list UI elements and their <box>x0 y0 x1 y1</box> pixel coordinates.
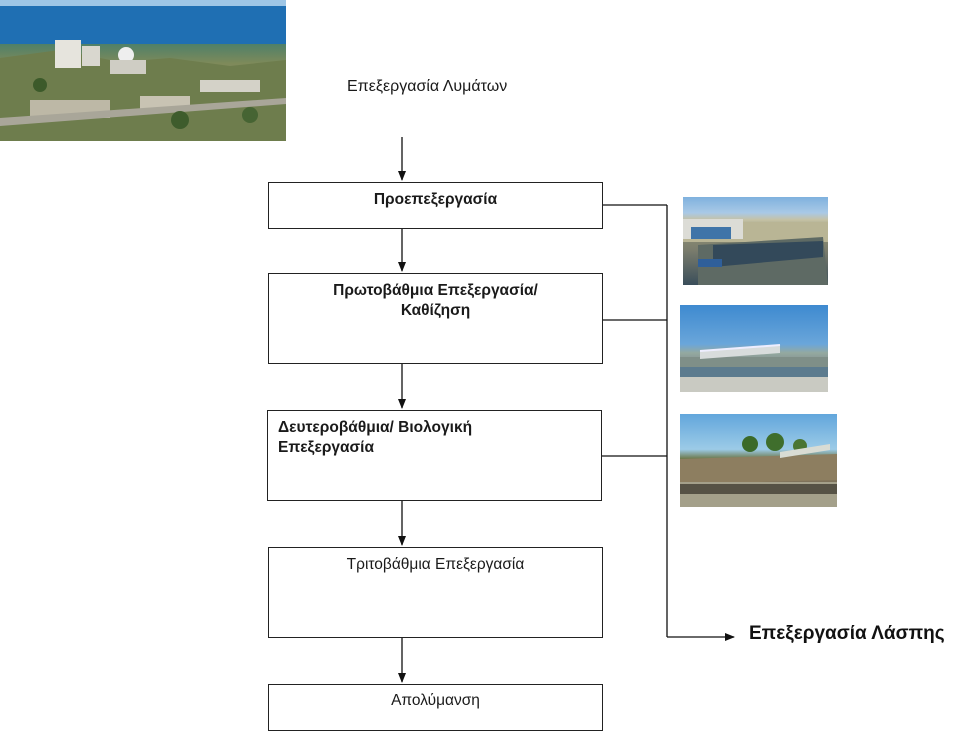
step-secondary-treatment: Δευτεροβάθμια/ Βιολογική Επεξεργασία <box>267 410 602 501</box>
coastal-plant-photo <box>0 0 286 141</box>
pretreatment-tank-photo <box>683 197 828 285</box>
diagram-title: Επεξεργασία Λυμάτων <box>347 78 508 95</box>
step-disinfection-label: Απολύμανση <box>391 692 480 709</box>
step-secondary-treatment-label: Δευτεροβάθμια/ Βιολογική Επεξεργασία <box>278 419 473 456</box>
step-pretreatment-label: Προεπεξεργασία <box>373 191 498 208</box>
sludge-treatment-label: Επεξεργασία Λάσπης <box>749 623 945 644</box>
step-pretreatment: Προεπεξεργασία <box>268 182 603 229</box>
step-primary-treatment: Πρωτοβάθμια Επεξεργασία/ Καθίζηση <box>268 273 603 364</box>
step-primary-treatment-label: Πρωτοβάθμια Επεξεργασία/ Καθίζηση <box>333 282 538 319</box>
secondary-clarifier-photo <box>680 414 837 507</box>
primary-clarifier-photo <box>680 305 828 392</box>
step-disinfection: Απολύμανση <box>268 684 603 731</box>
step-tertiary-treatment-label: Τριτοβάθμια Επεξεργασία <box>346 556 525 573</box>
step-tertiary-treatment: Τριτοβάθμια Επεξεργασία <box>268 547 603 638</box>
